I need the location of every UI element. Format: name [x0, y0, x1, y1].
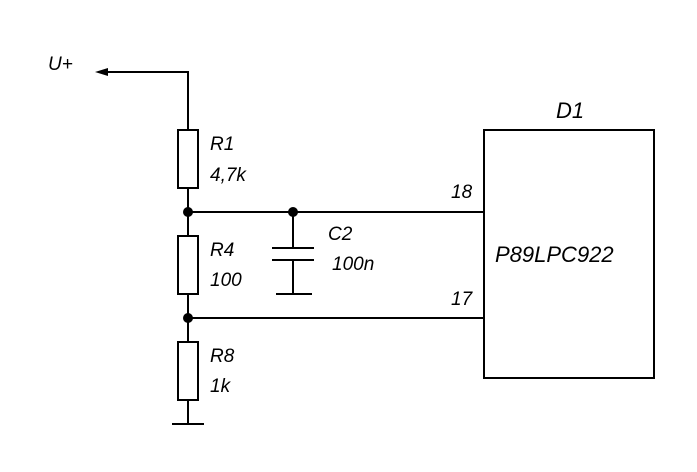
- resistor-r4-body: [177, 235, 199, 295]
- chip-d1-body: [483, 129, 655, 379]
- supply-terminal: U+: [48, 54, 189, 130]
- supply-wire: [106, 71, 189, 130]
- supply-arrow: [95, 68, 108, 76]
- resistor-r1-value: 4,7k: [210, 165, 247, 186]
- resistor-r8-value: 1k: [210, 376, 232, 397]
- supply-label: U+: [48, 54, 73, 75]
- resistor-r4: R4 100: [177, 235, 242, 295]
- resistor-r8-body: [177, 341, 199, 401]
- resistor-r4-value: 100: [210, 270, 242, 291]
- resistor-r8: R8 1k: [177, 341, 235, 401]
- capacitor-c2: C2 100n: [272, 212, 374, 295]
- resistor-r4-ref: R4: [210, 240, 234, 261]
- chip-d1: D1 P89LPC922 18 17: [451, 98, 655, 379]
- resistor-r1-ref: R1: [210, 134, 234, 155]
- chip-d1-ref: D1: [556, 98, 584, 123]
- capacitor-c2-value: 100n: [332, 254, 374, 275]
- chip-pin-17-label: 17: [451, 289, 474, 310]
- chip-pin-18-label: 18: [451, 182, 473, 203]
- junction-dot-bottom: [183, 313, 193, 323]
- resistor-r8-ref: R8: [210, 346, 235, 367]
- capacitor-c2-ref: C2: [328, 224, 353, 245]
- junction-dot-top: [183, 207, 193, 217]
- chip-d1-part: P89LPC922: [495, 242, 614, 267]
- resistor-r1: R1 4,7k: [177, 129, 247, 189]
- resistor-r1-body: [177, 129, 199, 189]
